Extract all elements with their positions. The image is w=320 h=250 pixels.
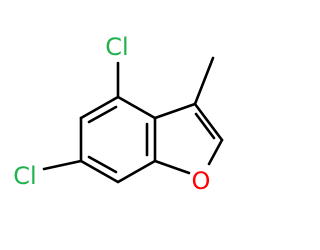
molecule-canvas: Cl Cl O [13,33,224,195]
double-bond-c6-c7 [87,155,118,174]
structure-diagram: Cl Cl O [13,33,224,195]
bond-c7-c7a [116,159,157,184]
chlorine-top-label: Cl [105,33,128,61]
double-bond-c4-c5 [87,105,118,124]
double-bond-c3-c2 [194,112,216,140]
bond-c6-c7 [79,159,120,184]
oxygen-label: O [192,167,211,195]
bond-c2-o [207,138,224,166]
chlorine-left-label: Cl [13,162,36,190]
bond-c3-c2 [193,102,224,142]
bond-c3a-c4 [116,95,157,120]
bond-c3a-c3 [153,102,197,120]
bond-c3-methyl [193,56,215,106]
bond-o-c7a [153,159,191,175]
bond-c4-c5 [79,95,120,120]
bond-c6-cl [42,159,83,171]
